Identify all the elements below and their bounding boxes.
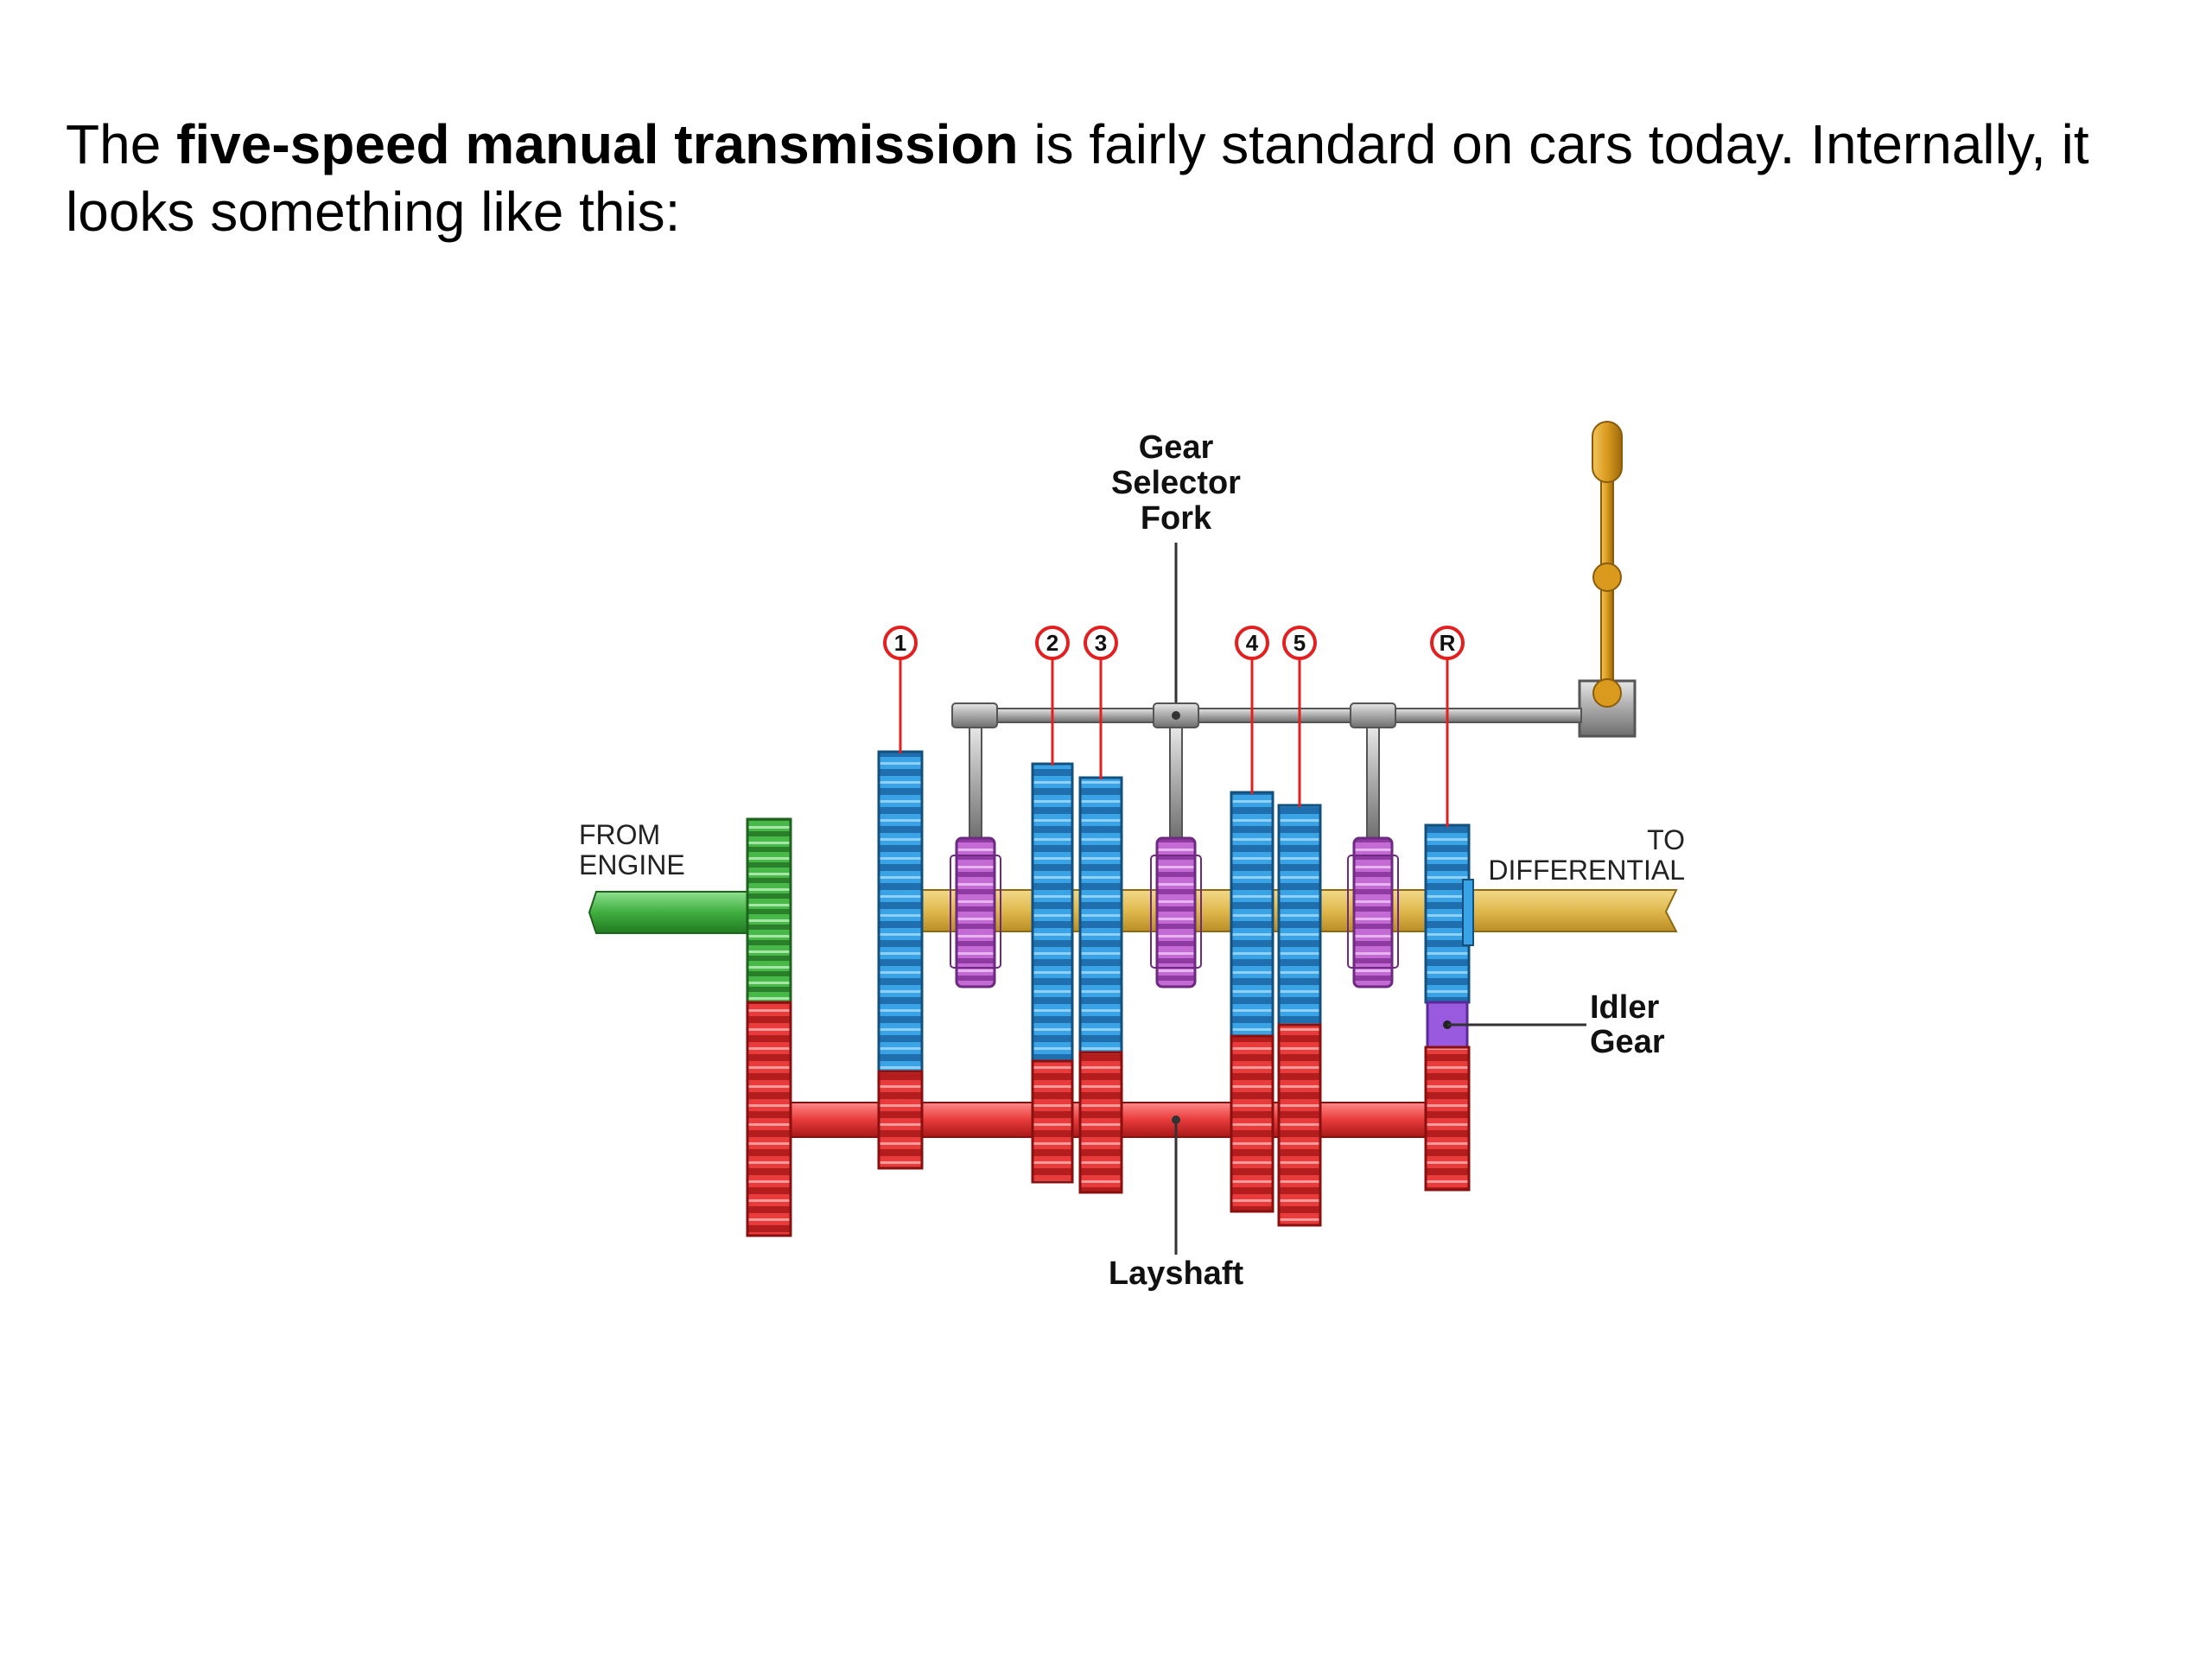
synchro-collars — [950, 836, 1399, 988]
fork-label-line1: Gear — [1139, 429, 1214, 466]
layshaft-gears — [877, 1023, 1471, 1227]
layshaft-gear-2 — [1031, 1059, 1074, 1184]
gear-marker-reverse: R — [1430, 626, 1465, 827]
layshaft-label: Layshaft — [1109, 1255, 1244, 1292]
layshaft-drive-gear — [746, 1001, 792, 1237]
output-gear-reverse — [1424, 823, 1471, 1004]
input-shaft — [588, 891, 753, 934]
input-gear — [746, 817, 792, 1004]
gear-marker-1: 1 — [883, 626, 918, 753]
intro-paragraph: The five-speed manual transmission is fa… — [66, 111, 2157, 245]
gear-marker-2-label: 2 — [1046, 630, 1058, 656]
to-differential-line2: DIFFERENTIAL — [1488, 855, 1685, 886]
gear-marker-5: 5 — [1282, 626, 1317, 807]
intro-suffix: is fairly standard on cars today. Intern… — [66, 113, 2089, 243]
collar-1-2 — [955, 836, 996, 988]
from-engine-line1: FROM — [579, 819, 660, 850]
gear-marker-reverse-label: R — [1440, 630, 1456, 656]
gear-marker-4-label: 4 — [1246, 630, 1259, 656]
intro-prefix: The — [66, 113, 177, 175]
layshaft-gear-5 — [1277, 1023, 1322, 1227]
gear-marker-1-label: 1 — [894, 630, 906, 656]
fork-label-line3: Fork — [1141, 500, 1212, 537]
collar-5-r — [1352, 836, 1394, 988]
gear-marker-2: 2 — [1035, 626, 1070, 766]
gear-markers: 1 2 3 4 5 R — [883, 626, 1465, 827]
idler-gear-label-line1: Idler — [1590, 989, 1659, 1026]
output-gear-2 — [1031, 762, 1074, 1063]
layshaft-gear-3 — [1078, 1051, 1123, 1194]
output-gears — [877, 750, 1474, 1073]
selector-rail — [951, 702, 1582, 841]
collar-3-4 — [1155, 836, 1197, 988]
gear-lever — [1578, 421, 1637, 738]
layshaft-gear-1 — [877, 1070, 924, 1170]
layshaft-gear-reverse — [1424, 1046, 1471, 1192]
output-gear-5 — [1277, 804, 1322, 1027]
gear-marker-3-label: 3 — [1095, 630, 1107, 656]
output-gear-1 — [877, 750, 924, 1073]
layshaft-gear-4 — [1230, 1034, 1274, 1213]
output-gear-3 — [1078, 776, 1123, 1054]
gear-marker-5-label: 5 — [1294, 630, 1306, 656]
output-gear-4 — [1230, 791, 1274, 1038]
idler-gear-label-line2: Gear — [1590, 1024, 1665, 1060]
to-differential-line1: TO — [1647, 824, 1685, 855]
gear-marker-3: 3 — [1084, 626, 1118, 779]
fork-label-line2: Selector — [1111, 465, 1241, 501]
gear-marker-4: 4 — [1235, 626, 1269, 794]
intro-bold-term: five-speed manual transmission — [176, 113, 1019, 175]
from-engine-line2: ENGINE — [579, 849, 685, 880]
